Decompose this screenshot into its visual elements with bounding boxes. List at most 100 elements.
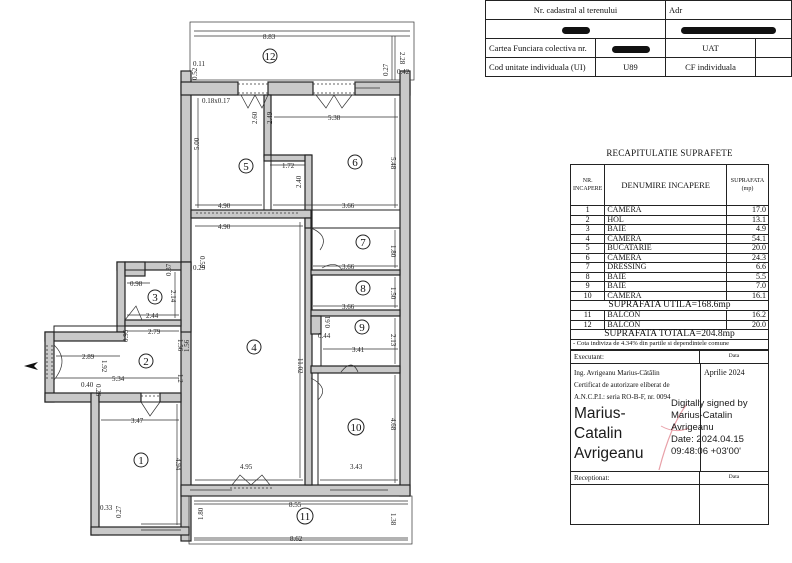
engineer-name: Ing. Avrigeanu Marius-Cătălin [574,368,660,377]
svg-text:5.00: 5.00 [193,137,201,150]
row-area: 16.1 [726,290,769,301]
svg-text:2.40: 2.40 [295,175,303,188]
floor-plan: 12 5 6 4 7 8 9 10 11 3 2 1 [24,21,415,545]
svg-text:0.33: 0.33 [100,504,113,512]
svg-text:2.79: 2.79 [148,328,161,336]
svg-text:0.59: 0.59 [198,256,206,269]
receptionat-date-area [699,483,769,525]
cf-individuala-label: CF individuala [665,57,756,77]
svg-text:0.42: 0.42 [397,68,410,76]
svg-text:8.55: 8.55 [289,501,302,509]
svg-text:11.02: 11.02 [296,358,304,374]
svg-text:5.48: 5.48 [389,157,397,170]
svg-text:1.38: 1.38 [389,513,397,526]
receptionat-date-label: Data [699,470,769,485]
nr-cadastral-label: Nr. cadastral al terenului [485,0,666,20]
total-area-row: SUPRAFATA TOTALA=204.8mp [570,329,769,340]
svg-text:3: 3 [152,292,158,304]
row-area: 7.0 [726,281,769,292]
svg-text:12: 12 [265,51,276,63]
svg-text:3.66: 3.66 [342,263,355,271]
cod-ui-value: U89 [595,57,666,77]
dimension-lines [56,30,410,539]
row-name: BALCON [604,310,727,321]
row-name: CAMERA [604,205,727,216]
total-area: SUPRAFATA TOTALA=204.8mp [570,329,769,340]
svg-text:5.38: 5.38 [328,114,341,122]
row-area: 20.0 [726,243,769,254]
svg-text:3.43: 3.43 [350,463,363,471]
certificate-line: Certificat de autorizare eliberat de [574,380,670,389]
svg-text:5.34: 5.34 [112,375,125,383]
svg-text:2.89: 2.89 [82,353,95,361]
row-name: BAIE [604,224,727,235]
receptionat-signature-area [570,483,700,525]
svg-text:4.94: 4.94 [174,458,182,471]
surface-summary: RECAPITULATIE SUPRAFETE NR. INCAPERE DEN… [569,148,769,525]
svg-text:11: 11 [300,511,311,523]
dimension-labels: 8.83 2.28 0.11 0.52 0.27 0.42 0.18x0.17 … [81,33,410,543]
receptionat-label: Receptionat: [570,470,700,485]
svg-text:4.68: 4.68 [389,418,397,431]
cadastral-table: Nr. cadastral al terenului Adr Cartea Fu… [485,0,792,77]
svg-text:0.27: 0.27 [382,63,390,76]
svg-text:0.98: 0.98 [130,280,143,288]
svg-text:1.2: 1.2 [176,374,184,383]
signature-name: Marius- Catalin Avrigeanu [574,404,644,462]
executant-signature-block: Ing. Avrigeanu Marius-Cătălin Certificat… [570,362,769,472]
entry-arrow-icon [24,362,38,370]
svg-text:0.37: 0.37 [165,263,173,276]
svg-text:3.66: 3.66 [342,202,355,210]
row-area: 6.6 [726,262,769,273]
svg-text:0.29: 0.29 [193,264,206,272]
executant-date-value: Aprilie 2024 [704,367,745,377]
svg-text:2.60: 2.60 [251,111,259,124]
room-numbers: 12 5 6 4 7 8 9 10 11 3 2 1 [133,48,371,525]
adresa-label: Adr [665,0,792,20]
header-nr: NR. INCAPERE [569,164,606,206]
room-outlines [53,94,401,528]
svg-text:1.72: 1.72 [282,162,295,170]
row-nr: 5 [569,243,606,254]
svg-text:0.26: 0.26 [94,384,102,397]
row-nr: 1 [569,205,606,216]
row-nr: 10 [569,290,606,301]
svg-text:1.92: 1.92 [100,360,108,373]
svg-text:2.44: 2.44 [146,312,159,320]
cf-colectiva-value [595,38,666,58]
executant-date-label: Data [699,349,769,364]
svg-text:2.14: 2.14 [169,290,177,303]
svg-text:0.44: 0.44 [318,332,331,340]
svg-text:0.52: 0.52 [191,67,199,80]
summary-header-row: NR. INCAPERE DENUMIRE INCAPERE SUPRAFATA… [569,164,769,206]
note-row: - Cota indiviza de 4.34% din partile si … [570,339,769,350]
cf-colectiva-label: Cartea Funciara colectiva nr. [485,38,596,58]
summary-table: NR. INCAPERE DENUMIRE INCAPERE SUPRAFATA… [569,164,769,350]
svg-text:4.90: 4.90 [218,223,231,231]
adresa-value [665,19,792,39]
header-name: DENUMIRE INCAPERE [604,164,727,206]
svg-text:0.18x0.17: 0.18x0.17 [202,97,231,105]
redaction-mark [561,26,590,34]
svg-text:0.61: 0.61 [324,315,332,328]
redaction-mark [611,45,650,53]
svg-text:10: 10 [351,422,363,434]
svg-text:0.11: 0.11 [193,60,205,68]
ancpi-series: A.N.C.P.I.: seria RO-B-F, nr. 0094 [574,392,671,401]
svg-text:5: 5 [243,161,249,173]
executant-table: Executant: Data Ing. Avrigeanu Marius-Că… [570,349,769,525]
signature-stamp-icon [658,403,690,470]
svg-text:0.95: 0.95 [122,329,130,342]
row-nr: 12 [569,319,606,330]
svg-text:4: 4 [251,342,257,354]
svg-text:8.83: 8.83 [263,33,276,41]
